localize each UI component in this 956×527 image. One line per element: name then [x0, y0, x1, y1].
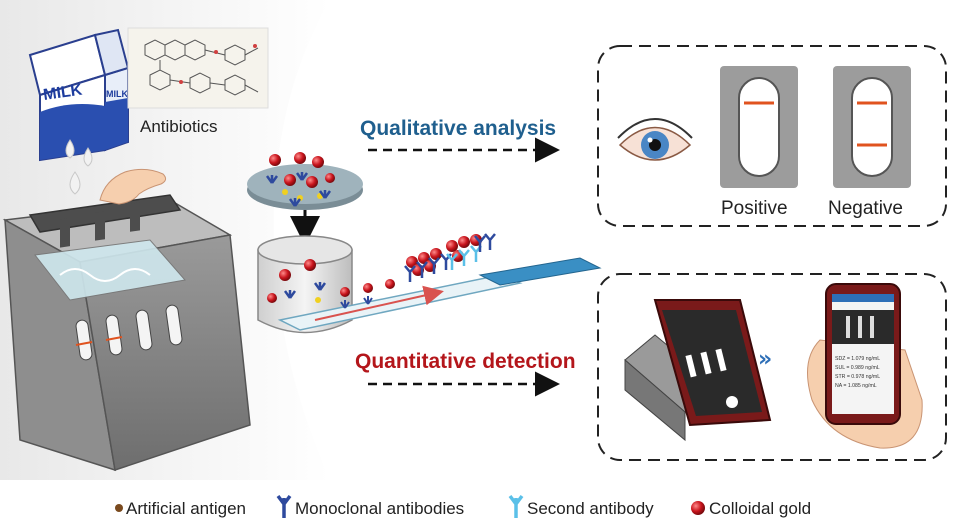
quantitative-panel [597, 273, 947, 461]
result-phone [825, 283, 901, 425]
milk-carton: MILK MILK [28, 28, 130, 162]
second-antibody-icon [508, 494, 524, 518]
milk-drops-icon [65, 139, 93, 195]
positive-cassette [720, 66, 798, 188]
antigen-dot-icon [115, 504, 123, 512]
readout-line: SUL = 0.989 ng/mL [835, 365, 880, 371]
milk-carton-label: MILK [42, 82, 84, 104]
strip-reader-device [2, 194, 251, 472]
phone-readout: SDZ = 1.079 ng/mL SUL = 0.989 ng/mL STR … [835, 356, 880, 389]
smartphone-reader [624, 299, 772, 442]
negative-cassette [833, 66, 911, 188]
qualitative-panel [597, 45, 947, 227]
legend-label: Artificial antigen [126, 499, 246, 518]
antibiotics-label: Antibiotics [140, 117, 217, 136]
conjugate-pad-disk [247, 152, 363, 210]
colloidal-gold-icon [691, 501, 705, 515]
positive-label: Positive [721, 198, 788, 219]
negative-label: Negative [828, 198, 903, 219]
quantitative-detection-title: Quantitative detection [355, 350, 576, 373]
readout-line: NA = 1.085 ng/mL [835, 383, 877, 389]
lateral-flow-strip [277, 233, 602, 331]
hand-icon [99, 168, 167, 205]
milk-carton-side-label: MILK [106, 89, 128, 99]
legend-label: Monoclonal antibodies [295, 499, 464, 518]
legend: Artificial antigen Monoclonal antibodies… [115, 494, 811, 518]
qualitative-analysis-title: Qualitative analysis [360, 117, 556, 140]
antibiotics-structure-image [127, 27, 269, 109]
legend-label: Colloidal gold [709, 499, 811, 518]
legend-label: Second antibody [527, 499, 654, 518]
double-chevron-icon: » [758, 347, 772, 372]
readout-line: STR = 0.978 ng/mL [835, 374, 880, 380]
readout-line: SDZ = 1.079 ng/mL [835, 356, 880, 362]
eye-icon [617, 118, 693, 161]
monoclonal-antibody-icon [276, 494, 292, 518]
